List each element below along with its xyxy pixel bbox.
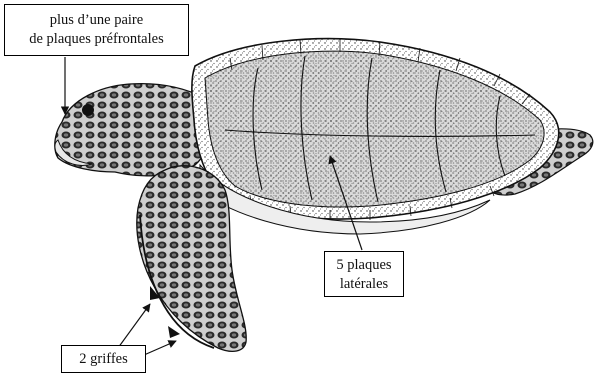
label-prefrontal-line1: plus d’une paire (5, 11, 188, 30)
arrow-claw-2 (144, 341, 176, 355)
claw-2 (168, 326, 180, 338)
label-lateral-line1: 5 plaques (325, 256, 403, 275)
label-claws-text: 2 griffes (62, 350, 145, 369)
label-lateral-line2: latérales (325, 275, 403, 294)
label-claws: 2 griffes (61, 345, 146, 373)
label-lateral-plates: 5 plaques latérales (324, 251, 404, 297)
arrow-claw-1 (118, 304, 150, 348)
turtle-eye (82, 104, 94, 116)
label-prefrontal-line2: de plaques préfrontales (5, 30, 188, 49)
label-prefrontal-plates: plus d’une paire de plaques préfrontales (4, 4, 189, 56)
